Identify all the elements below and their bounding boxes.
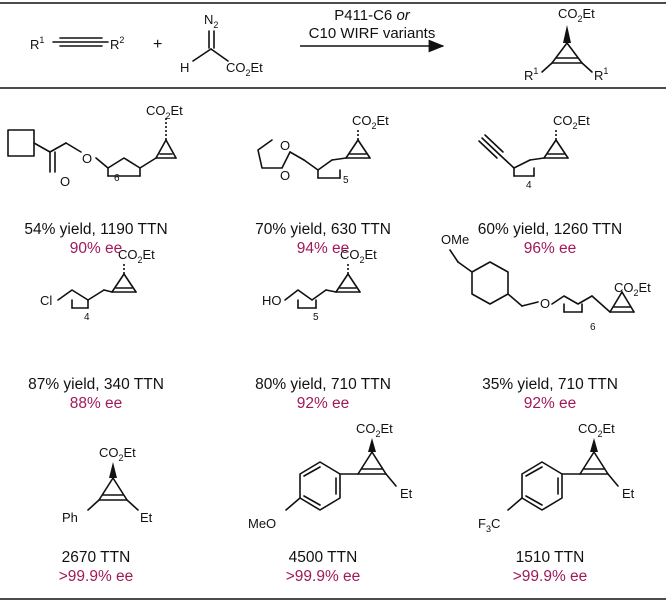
co2et-label: CO2Et [340,247,377,265]
r1-label: R1 [30,35,44,52]
diazo-reagent: N2 H CO2Et [180,12,263,78]
product-r1-right: R1 [594,66,608,83]
yield-text: 54% yield, 1190 TTN [24,221,168,238]
ee-text: 94% ee [296,240,350,257]
compound-4-structure: Cl 4 CO2Et [40,247,155,323]
ee-text: >99.9% ee [512,568,588,585]
yield-text: 60% yield, 1260 TTN [477,221,623,238]
ee-text: >99.9% ee [285,568,361,585]
yield-text: 1510 TTN [515,549,585,566]
co2et-label: CO2Et [226,60,263,78]
chain-count-4: 4 [84,312,90,323]
compound-9-structure: CO2Et Et F3C [478,421,635,534]
chain-count-5: 5 [343,175,349,186]
yield-text: 35% yield, 710 TTN [482,376,618,393]
co2et-label: CO2Et [614,280,651,298]
plus-sign: + [153,36,162,53]
co2et-label: CO2Et [352,113,389,131]
reaction-arrow: P411-C6 or C10 WIRF variants [300,7,445,53]
co2et-label: CO2Et [356,421,393,439]
chain-count-6: 6 [114,173,120,184]
yield-text: 2670 TTN [61,549,131,566]
trifluoromethyl-label: F3C [478,516,500,534]
co2et-label: CO2Et [99,445,136,463]
compound-6-caption: 35% yield, 710 TTN 92% ee [440,375,660,413]
phenyl-label: Ph [62,510,78,525]
compound-1-structure: O O 6 CO2Et [7,103,183,189]
compound-1-caption: 54% yield, 1190 TTN 90% ee [0,220,206,258]
ee-text: 88% ee [69,395,123,412]
compound-9-caption: 1510 TTN >99.9% ee [440,548,660,586]
alkyne-reactant: R1 R2 [30,35,124,52]
co2et-label: CO2Et [578,421,615,439]
product-r1-left: R1 [524,66,538,83]
compound-8-caption: 4500 TTN >99.9% ee [213,548,433,586]
methoxy-label: OMe [441,232,469,247]
n2-label: N2 [204,12,218,30]
compound-2-caption: 70% yield, 630 TTN 94% ee [213,220,433,258]
ester-o: O [82,151,92,166]
carbonyl-o: O [60,174,70,189]
ethyl-label: Et [622,486,635,501]
hydroxy-label: HO [262,293,282,308]
dioxolane-o-top: O [280,138,290,153]
compound-5-structure: HO 5 CO2Et [262,247,377,323]
ethyl-label: Et [400,486,413,501]
r2-label: R2 [110,35,124,52]
yield-text: 80% yield, 710 TTN [255,376,391,393]
compound-5-caption: 80% yield, 710 TTN 92% ee [213,375,433,413]
compound-7-structure: CO2Et Ph Et [62,445,153,525]
chloro-label: Cl [40,293,52,308]
compound-7-caption: 2670 TTN >99.9% ee [0,548,206,586]
methoxy-label: MeO [248,516,276,531]
ee-text: 90% ee [69,240,123,257]
ee-text: >99.9% ee [58,568,134,585]
co2et-label: CO2Et [118,247,155,265]
chain-count-4: 4 [526,180,532,191]
compound-3-structure: 4 CO2Et [478,113,590,191]
yield-text: 87% yield, 340 TTN [28,376,164,393]
compound-3-caption: 60% yield, 1260 TTN 96% ee [440,220,660,258]
arrow-condition-line2: C10 WIRF variants [309,25,436,42]
ethyl-label: Et [140,510,153,525]
compound-4-caption: 87% yield, 340 TTN 88% ee [0,375,206,413]
yield-text: 70% yield, 630 TTN [255,221,391,238]
yield-text: 4500 TTN [288,549,358,566]
compound-8-structure: CO2Et Et MeO [248,421,413,531]
chain-count-6: 6 [590,322,596,333]
reaction-header: R1 R2 + N2 H CO2Et P411-C6 or C10 WIRF v… [30,6,608,83]
compound-2-structure: O O 5 CO2Et [257,113,389,186]
ee-text: 92% ee [296,395,350,412]
arrow-condition-line1: P411-C6 or [334,7,411,24]
ee-text: 92% ee [523,395,577,412]
ee-text: 96% ee [523,240,577,257]
product-co2et: CO2Et [558,6,595,24]
compound-6-structure: OMe O 6 CO2Et [441,232,651,333]
co2et-label: CO2Et [146,103,183,121]
dioxolane-o-bottom: O [280,168,290,183]
h-label: H [180,60,189,75]
co2et-label: CO2Et [553,113,590,131]
chain-count-5: 5 [313,312,319,323]
ether-o: O [540,296,550,311]
product-cyclopropene: CO2Et R1 R1 [524,6,608,83]
